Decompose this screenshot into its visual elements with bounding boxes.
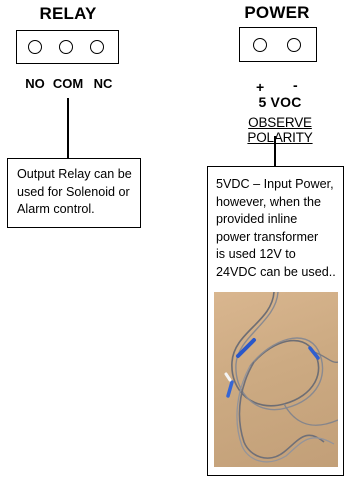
terminal-nc-circle (90, 40, 104, 54)
relay-connector-line (67, 98, 69, 158)
power-note-line: 24VDC can be used.. (216, 264, 336, 279)
relay-note-line: used for Solenoid or (17, 184, 130, 199)
label-no: NO (25, 76, 45, 91)
terminal-plus-circle (253, 37, 267, 52)
terminal-no-circle (28, 40, 42, 54)
power-title: POWER (244, 3, 310, 22)
cable-photo-art (224, 292, 338, 463)
power-note-line: 5VDC – Input Power, (216, 177, 334, 191)
power-terminal-block (239, 27, 317, 62)
label-com: COM (52, 76, 84, 91)
plus-sign: + (256, 79, 265, 95)
cable-photo (214, 292, 338, 467)
power-note-line: provided inline (216, 212, 298, 226)
power-connector-line (274, 136, 276, 166)
power-note-line: is used 12V to (216, 247, 296, 261)
polarity-label: OBSERVE POLARITY (247, 115, 313, 145)
label-nc: NC (93, 76, 113, 91)
voltage-label: 5 VOC (258, 94, 302, 110)
minus-sign: - (293, 77, 298, 93)
terminal-com-circle (59, 40, 73, 54)
terminal-minus-circle (287, 37, 301, 52)
relay-note-box: Output Relay can be used for Solenoid or… (7, 158, 141, 228)
power-note-line: power transformer (216, 229, 319, 244)
relay-title: RELAY (39, 4, 97, 23)
relay-note-line: Output Relay can be (17, 167, 132, 181)
relay-terminal-block (16, 30, 119, 64)
relay-note-line: Alarm control. (17, 202, 95, 216)
power-note-line: however, when the (216, 194, 322, 209)
